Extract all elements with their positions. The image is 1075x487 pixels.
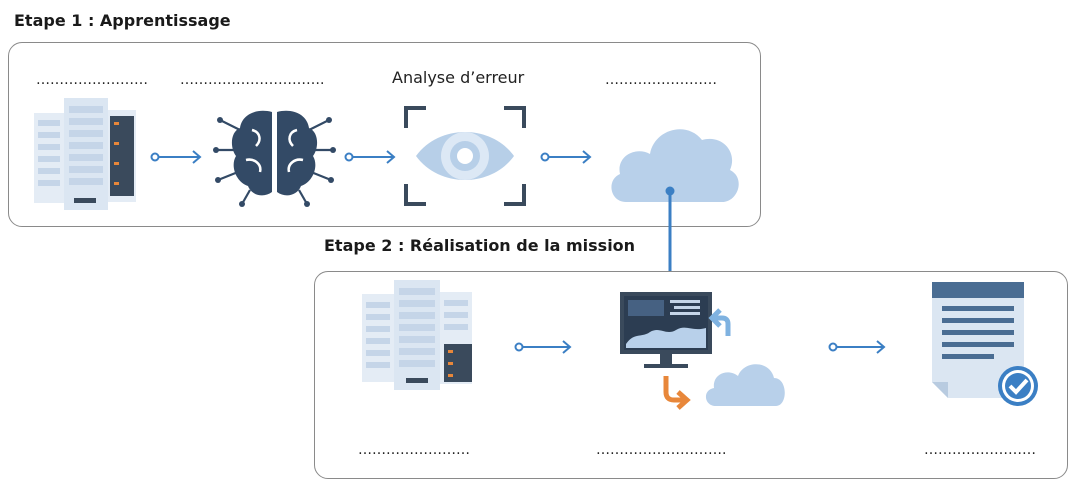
brain-icon — [213, 110, 336, 207]
arrow-2 — [344, 150, 396, 164]
arrow-1 — [150, 150, 202, 164]
monitor-cloud-icon — [620, 292, 785, 410]
server-icon — [362, 280, 472, 390]
stage1-label-3: Analyse d’erreur — [392, 68, 525, 87]
arrow-5 — [828, 340, 886, 354]
cloud-icon — [611, 129, 739, 202]
stage1-title: Etape 1 : Apprentissage — [14, 11, 231, 30]
server-icon — [34, 98, 136, 210]
stage1-label-1: …………………… — [36, 72, 148, 88]
stage2-label-2: ………………………. — [596, 442, 727, 458]
arrow-3 — [540, 150, 592, 164]
stage1-label-4: …………………… — [605, 72, 717, 88]
stage1-label-2: …………………………. — [180, 72, 325, 88]
stage2-title: Etape 2 : Réalisation de la mission — [324, 236, 636, 255]
stage2-label-1: …………………… — [358, 442, 470, 458]
document-check-icon — [932, 282, 1038, 406]
arrow-4 — [514, 340, 572, 354]
eye-scan-icon — [404, 106, 526, 206]
stage2-label-3: …………………… — [924, 442, 1036, 458]
